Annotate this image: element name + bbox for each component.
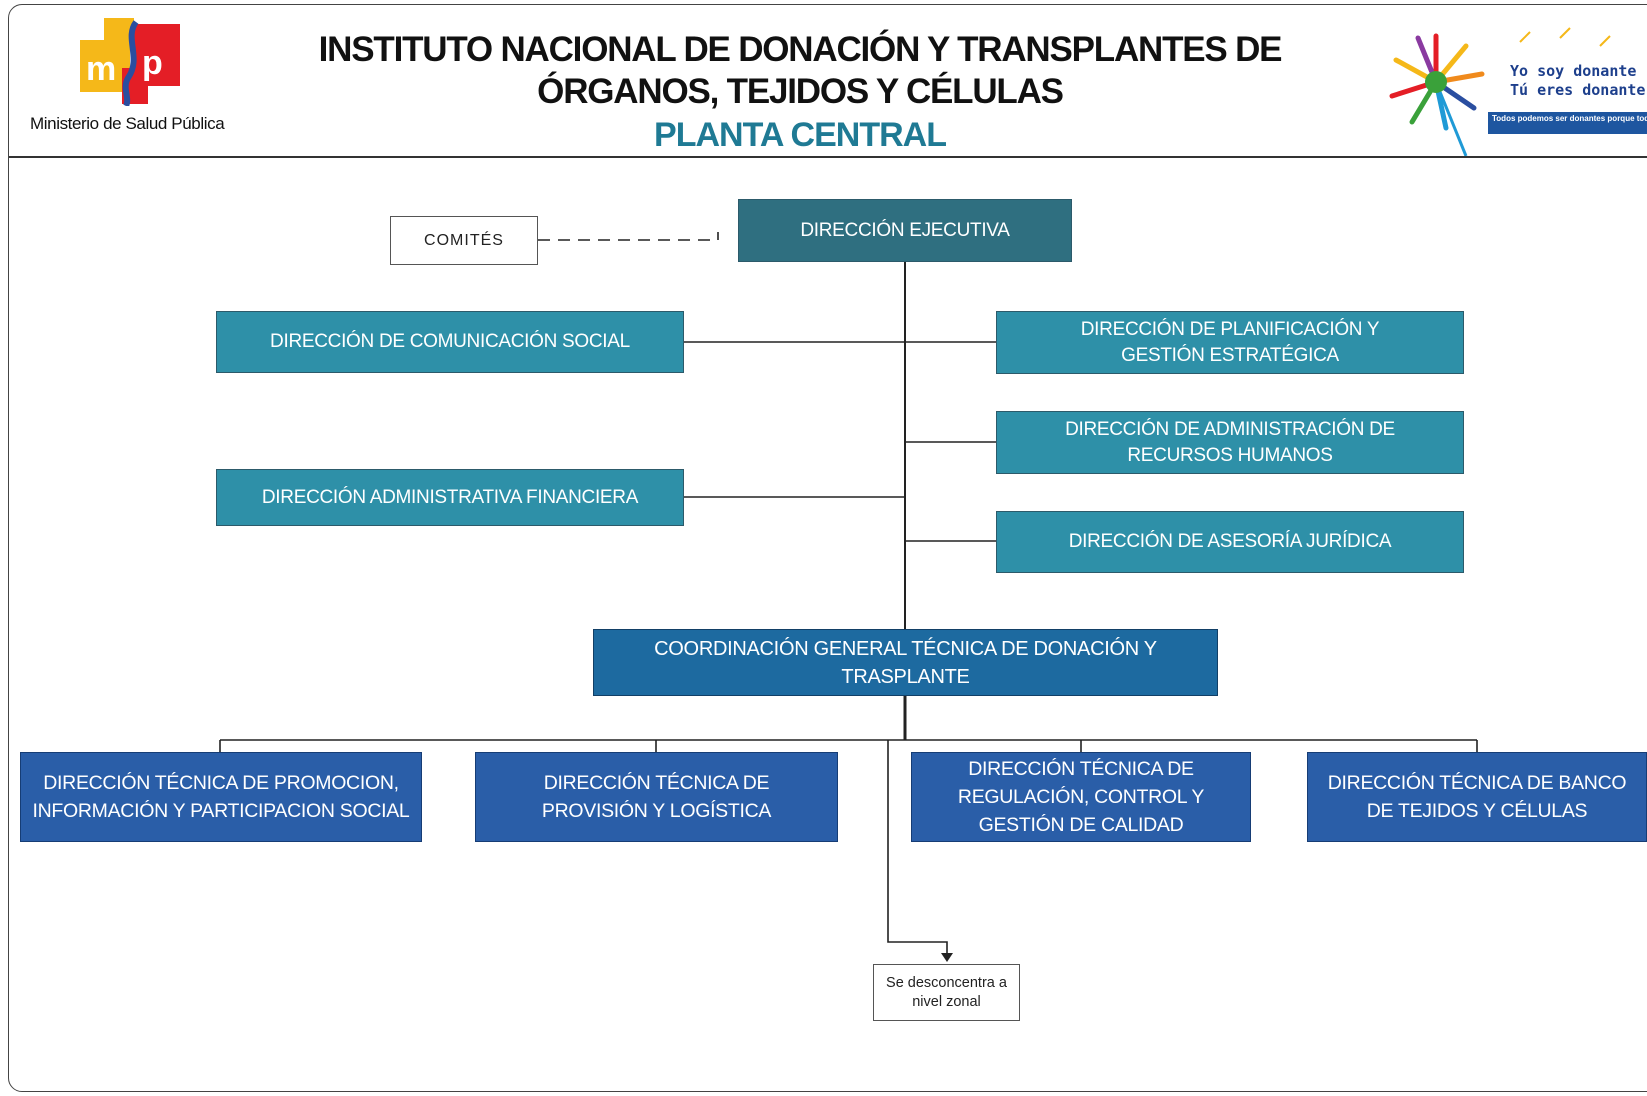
- title-line-2: ÓRGANOS, TEJIDOS Y CÉLULAS: [537, 72, 1064, 111]
- header-divider: [9, 156, 1647, 158]
- logo-caption: Ministerio de Salud Pública: [30, 114, 225, 133]
- campaign-line-2: Tú eres donante: [1510, 81, 1646, 99]
- administrative-financial-box: DIRECCIÓN ADMINISTRATIVA FINANCIERA: [216, 469, 684, 526]
- campaign-strip: Todos podemos ser donantes porque todos …: [1488, 112, 1647, 134]
- msp-logo: m p: [80, 18, 180, 106]
- zonal-note-box: Se desconcentra a nivel zonal: [873, 964, 1020, 1021]
- campaign-line-1: Yo soy donante: [1510, 62, 1637, 80]
- campaign-logo: [1389, 27, 1611, 156]
- human-resources-box: DIRECCIÓN DE ADMINISTRACIÓN DE RECURSOS …: [996, 411, 1464, 474]
- subtitle: PLANTA CENTRAL: [654, 116, 947, 154]
- svg-text:m: m: [86, 50, 116, 88]
- svg-text:p: p: [142, 44, 163, 82]
- tissue-cell-bank-box: DIRECCIÓN TÉCNICA DE BANCO DE TEJIDOS Y …: [1307, 752, 1647, 842]
- executive-direction-box: DIRECCIÓN EJECUTIVA: [738, 199, 1072, 262]
- legal-advisory-box: DIRECCIÓN DE ASESORÍA JURÍDICA: [996, 511, 1464, 573]
- title-line-1: INSTITUTO NACIONAL DE DONACIÓN Y TRANSPL…: [318, 30, 1283, 69]
- campaign-slogan: Yo soy donante Tú eres donante: [1510, 62, 1645, 100]
- committees-box: COMITÉS: [390, 216, 538, 265]
- page-frame: [8, 4, 1647, 1092]
- planning-strategic-box: DIRECCIÓN DE PLANIFICACIÓN Y GESTIÓN EST…: [996, 311, 1464, 374]
- promotion-information-box: DIRECCIÓN TÉCNICA DE PROMOCION, INFORMAC…: [20, 752, 422, 842]
- regulation-quality-box: DIRECCIÓN TÉCNICA DE REGULACIÓN, CONTROL…: [911, 752, 1251, 842]
- provision-logistics-box: DIRECCIÓN TÉCNICA DE PROVISIÓN Y LOGÍSTI…: [475, 752, 838, 842]
- note-arrow: [887, 740, 948, 955]
- social-communication-box: DIRECCIÓN DE COMUNICACIÓN SOCIAL: [216, 311, 684, 373]
- technical-coordination-box: COORDINACIÓN GENERAL TÉCNICA DE DONACIÓN…: [593, 629, 1218, 696]
